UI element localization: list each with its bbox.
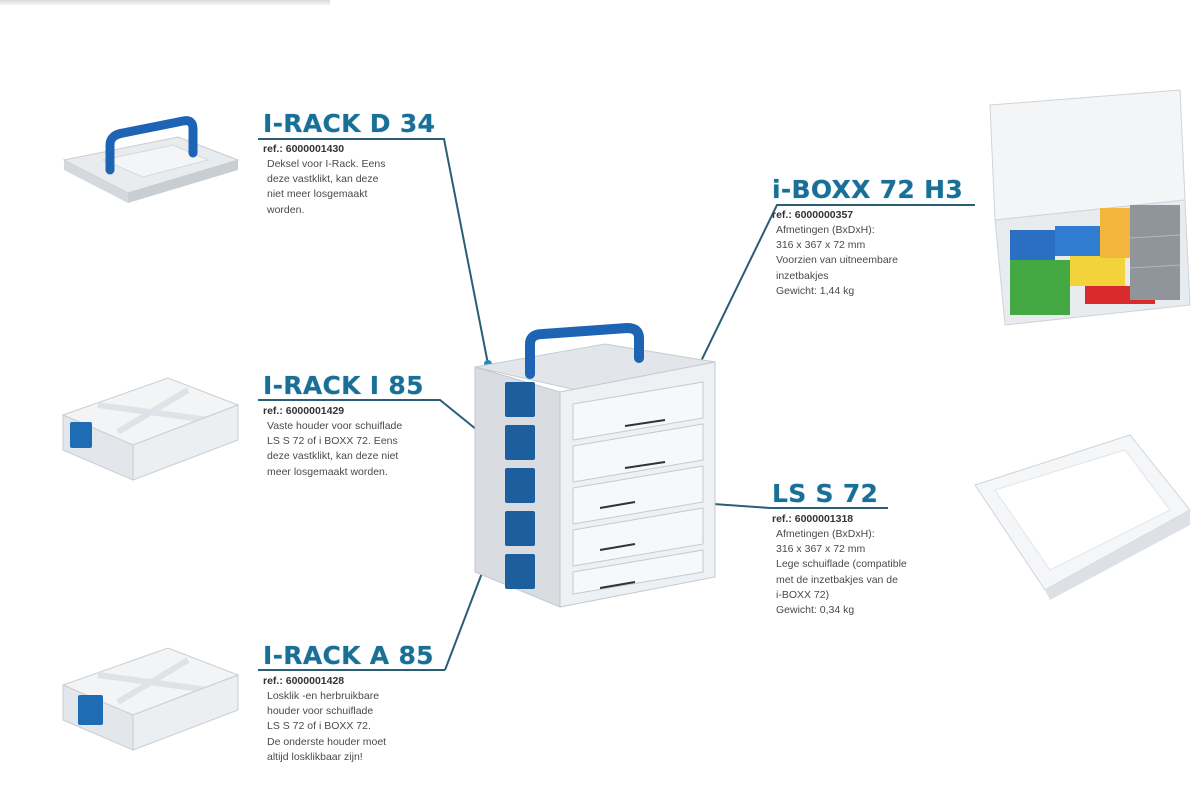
iboxx-thumbnail xyxy=(989,89,1191,326)
label-i-rack-a-85: I-RACK A 85 ref.: 6000001428 Losklik -en… xyxy=(263,642,434,765)
product-ref: ref.: 6000001429 xyxy=(263,405,345,417)
product-title: i-BOXX 72 H3 xyxy=(772,175,964,204)
product-title: I-RACK A 85 xyxy=(263,641,434,670)
product-description: Losklik -en herbruikbare houder voor sch… xyxy=(267,690,387,763)
product-ref: ref.: 6000001430 xyxy=(263,143,345,155)
product-ref: ref.: 6000001428 xyxy=(263,675,345,687)
product-description: Deksel voor I-Rack. Eens deze vastklikt,… xyxy=(267,158,386,216)
product-ref: ref.: 6000000357 xyxy=(772,209,854,221)
drawer-thumbnail xyxy=(974,434,1191,600)
label-i-rack-i-85: I-RACK I 85 ref.: 6000001429 Vaste houde… xyxy=(263,372,424,480)
product-description: Afmetingen (BxDxH): 316 x 367 x 72 mm Le… xyxy=(776,528,907,617)
product-description: Vaste houder voor schuiflade LS S 72 of … xyxy=(267,420,403,478)
top-shadow xyxy=(0,0,330,6)
removable-holder-thumbnail xyxy=(61,647,240,751)
label-ls-s-72: LS S 72 ref.: 6000001318 Afmetingen (BxD… xyxy=(772,480,907,618)
label-i-boxx-72-h3: i-BOXX 72 H3 ref.: 6000000357 Afmetingen… xyxy=(772,176,963,299)
rack-center xyxy=(474,322,716,608)
product-title: I-RACK D 34 xyxy=(263,109,436,138)
product-ref: ref.: 6000001318 xyxy=(772,513,854,525)
lid-thumbnail xyxy=(62,116,240,203)
product-title: I-RACK I 85 xyxy=(263,371,424,400)
label-i-rack-d-34: I-RACK D 34 ref.: 6000001430 Deksel voor… xyxy=(263,110,435,218)
fixed-holder-thumbnail xyxy=(61,377,240,481)
product-title: LS S 72 xyxy=(772,479,879,508)
product-description: Afmetingen (BxDxH): 316 x 367 x 72 mm Vo… xyxy=(776,224,898,297)
